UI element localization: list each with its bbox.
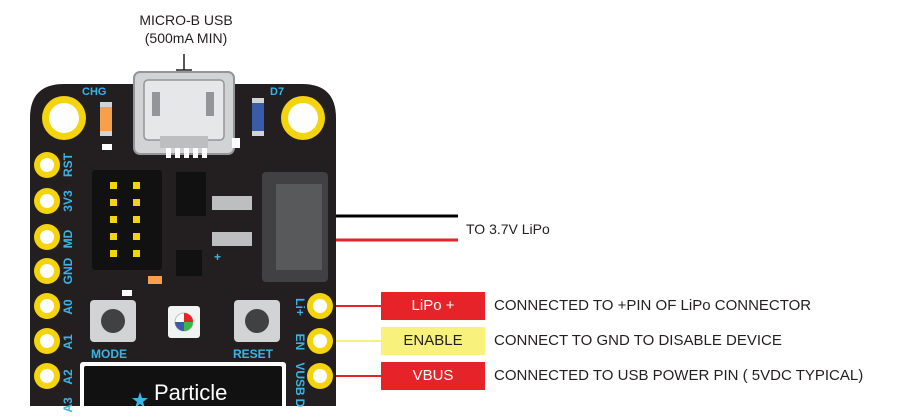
board-diagram	[30, 54, 458, 406]
pin-label-rst: RST	[61, 153, 75, 177]
debug-header	[92, 170, 162, 270]
pin-label-a3: A3	[61, 397, 75, 413]
pin-label-d: D	[293, 398, 307, 408]
pin-label-a1: A1	[61, 334, 75, 350]
pin-label-gnd: GND	[61, 257, 75, 285]
tag-vbus: VBUS	[381, 362, 485, 390]
right-pin-header	[307, 293, 333, 389]
mode-label: MODE	[91, 347, 127, 361]
particle-logo-icon	[132, 392, 148, 406]
usb-label-line1: MICRO-B USB	[139, 12, 233, 28]
battery-label: TO 3.7V LiPo	[466, 221, 550, 237]
reset-label: RESET	[233, 347, 274, 361]
usb-label-line2: (500mA MIN)	[144, 30, 228, 46]
chg-label: CHG	[82, 86, 107, 98]
pin-label-a0: A0	[61, 299, 75, 315]
pin-label-li: Li+	[293, 298, 307, 316]
callout-text-lipo: CONNECTED TO +PIN OF LiPo CONNECTOR	[494, 297, 812, 314]
battery-plus-marking: +	[214, 250, 222, 264]
callout-text-enable: CONNECT TO GND TO DISABLE DEVICE	[494, 332, 782, 349]
d7-label: D7	[270, 86, 285, 98]
pin-label-md: MD	[61, 229, 75, 249]
tag-enable: ENABLE	[381, 327, 485, 355]
pin-label-3v3: 3V3	[61, 190, 75, 212]
callout-text-vbus: CONNECTED TO USB POWER PIN ( 5VDC TYPICA…	[494, 367, 864, 384]
chg-led	[100, 106, 112, 132]
brand-text: Particle	[154, 380, 228, 405]
left-pin-header	[34, 152, 60, 389]
d7-led	[252, 102, 264, 132]
pin-label-a2: A2	[61, 369, 75, 385]
pin-label-en: EN	[293, 333, 307, 351]
tag-lipo: LiPo +	[381, 292, 485, 320]
